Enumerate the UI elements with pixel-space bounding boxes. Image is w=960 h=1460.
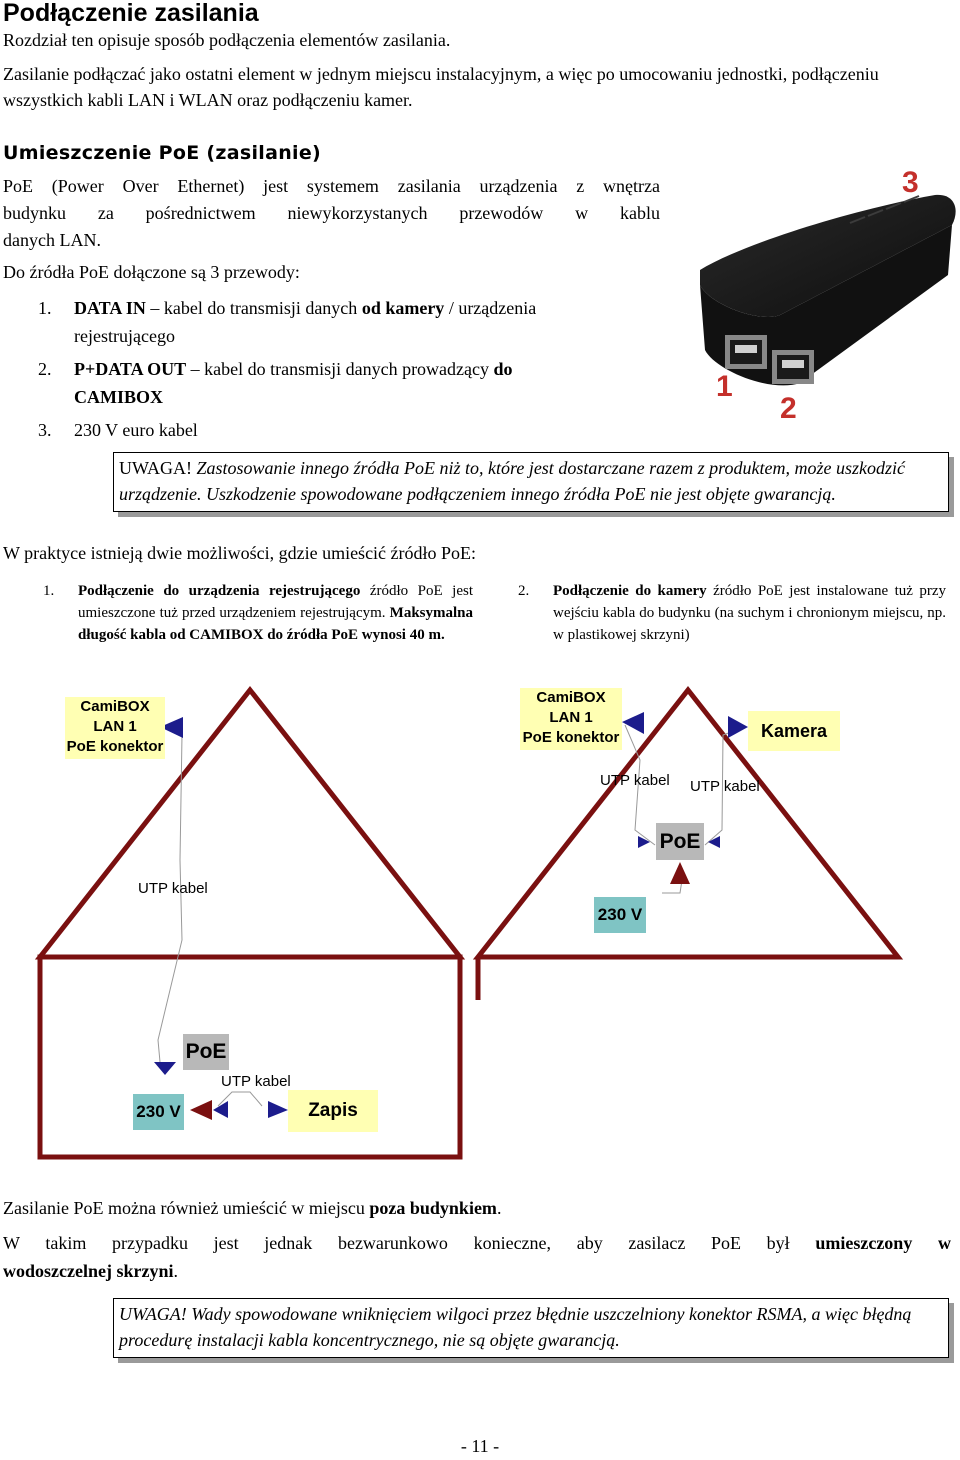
option-2: 2. Podłączenie do kamery źródło PoE jest… bbox=[518, 580, 946, 646]
warning-2-text: Wady spowodowane wniknięciem wilgoci prz… bbox=[119, 1304, 912, 1350]
option-1-bold2: Maksymalna długość kabla od CAMIBOX do ź… bbox=[78, 605, 473, 643]
cable-item-1-text: – kabel do transmisji danych bbox=[145, 298, 362, 318]
right-poe-box: PoE bbox=[656, 823, 704, 860]
left-poe-arrow-right bbox=[213, 1101, 228, 1118]
left-camibox-line3: PoE konektor bbox=[66, 738, 164, 755]
option-2-body: Podłączenie do kamery źródło PoE jest in… bbox=[553, 580, 946, 646]
port-1-icon bbox=[725, 335, 767, 369]
installation-diagrams bbox=[34, 685, 904, 1160]
left-230v-box: 230 V bbox=[133, 1094, 184, 1130]
left-230v-arrow bbox=[190, 1100, 212, 1120]
right-kamera-arrow bbox=[728, 716, 748, 738]
intro-paragraph: Zasilanie podłączać jako ostatni element… bbox=[3, 64, 879, 110]
poe-desc-line2: budynku za pośrednictwem niewykorzystany… bbox=[3, 203, 660, 223]
right-230v-box: 230 V bbox=[594, 897, 646, 933]
option-1-body: Podłączenie do urządzenia rejestrującego… bbox=[78, 580, 473, 646]
cable-item-2-num: 2. bbox=[38, 359, 52, 379]
left-cable-arrow-bottom bbox=[154, 1062, 176, 1075]
cable-item-2-line2: CAMIBOX bbox=[74, 387, 163, 407]
warning-box-2: UWAGA! Wady spowodowane wniknięciem wilg… bbox=[113, 1298, 949, 1358]
poe-injector-image bbox=[700, 194, 956, 386]
warning-1-prefix: UWAGA! bbox=[119, 458, 192, 478]
options-intro: W praktyce istnieją dwie możliwości, gdz… bbox=[3, 543, 477, 563]
cable-item-1: 1. DATA IN – kabel do transmisji danych … bbox=[38, 294, 658, 350]
outside-line1-post: . bbox=[496, 1198, 502, 1218]
outside-line1: Zasilanie PoE można również umieścić w m… bbox=[3, 1198, 501, 1219]
outside-line2-pre: W takim przypadku jest jednak bezwarunko… bbox=[3, 1233, 816, 1253]
option-2-num: 2. bbox=[518, 583, 530, 599]
outside-line2: W takim przypadku jest jednak bezwarunko… bbox=[3, 1233, 951, 1254]
outside-line3: wodoszczelnej skrzyni. bbox=[3, 1261, 178, 1282]
warning-box-1: UWAGA! Zastosowanie innego źródła PoE ni… bbox=[113, 452, 949, 512]
cable-item-3: 3. 230 V euro kabel bbox=[38, 416, 658, 444]
cable-item-2: 2. P+DATA OUT – kabel do transmisji dany… bbox=[38, 355, 658, 411]
left-camibox-label: CamiBOX LAN 1 PoE konektor bbox=[65, 697, 165, 759]
warning-1-text: Zastosowanie innego źródła PoE niż to, k… bbox=[119, 458, 905, 504]
page-title: Podłączenie zasilania bbox=[3, 0, 259, 27]
outside-line2-bold: umieszczony w bbox=[815, 1233, 951, 1253]
left-camibox-line2: LAN 1 bbox=[93, 718, 137, 735]
right-camibox-line2: LAN 1 bbox=[549, 709, 593, 726]
left-utp-label-2: UTP kabel bbox=[221, 1073, 291, 1090]
photo-label-1: 1 bbox=[716, 370, 733, 403]
cables-intro: Do źródła PoE dołączone są 3 przewody: bbox=[3, 262, 300, 282]
cable-item-1-line2: rejestrującego bbox=[74, 326, 175, 346]
zapis-arrow bbox=[268, 1101, 288, 1118]
left-zapis-box: Zapis bbox=[288, 1090, 378, 1132]
left-cable-arrow-top bbox=[160, 717, 183, 738]
right-230v-arrow bbox=[670, 862, 690, 884]
right-230v-cable bbox=[662, 879, 683, 894]
left-camibox-line1: CamiBOX bbox=[80, 698, 150, 715]
option-1-num: 1. bbox=[43, 583, 55, 599]
cable-item-1-bold: DATA IN bbox=[74, 298, 146, 318]
right-camibox-label: CamiBOX LAN 1 PoE konektor bbox=[520, 688, 622, 750]
cable-item-3-num: 3. bbox=[38, 420, 52, 440]
left-utp-label-1: UTP kabel bbox=[138, 880, 208, 897]
cable-item-2-text: – kabel do transmisji danych prowadzący bbox=[186, 359, 494, 379]
photo-label-2: 2 bbox=[780, 392, 797, 425]
page-number: - 11 - bbox=[460, 1436, 500, 1456]
outside-line3-bold: wodoszczelnej skrzyni bbox=[3, 1261, 174, 1281]
cable-list: 1. DATA IN – kabel do transmisji danych … bbox=[38, 294, 658, 444]
right-camibox-line1: CamiBOX bbox=[536, 689, 606, 706]
option-2-bold: Podłączenie do kamery bbox=[553, 583, 707, 599]
section-heading: Umieszczenie PoE (zasilanie) bbox=[3, 142, 322, 164]
poe-desc-line3: danych LAN. bbox=[3, 230, 101, 250]
photo-label-3: 3 bbox=[902, 166, 919, 199]
cable-item-1-text2: / urządzenia bbox=[444, 298, 537, 318]
left-poe-box: PoE bbox=[183, 1034, 229, 1070]
option-1-text: źródło PoE jest umieszczone tuż przed ur… bbox=[78, 583, 474, 621]
right-camibox-line3: PoE konektor bbox=[522, 729, 620, 746]
warning-2-prefix: UWAGA! bbox=[119, 1304, 187, 1324]
right-utp-label-1: UTP kabel bbox=[600, 772, 670, 789]
option-2-text: źródło PoE jest instalowane tuż przy wej… bbox=[553, 583, 947, 643]
intro-text: Rozdział ten opisuje sposób podłączenia … bbox=[3, 30, 451, 50]
option-1: 1. Podłączenie do urządzenia rejestrując… bbox=[43, 580, 473, 646]
left-utp-cable-2 bbox=[217, 1091, 263, 1107]
right-utp-cable-1 bbox=[624, 724, 656, 846]
cable-item-2-bold2: do bbox=[493, 359, 513, 379]
right-utp-label-2: UTP kabel bbox=[690, 778, 760, 795]
outside-line1-bold: poza budynkiem bbox=[369, 1198, 497, 1218]
right-kamera-box: Kamera bbox=[748, 711, 840, 751]
port-2-icon bbox=[772, 350, 814, 384]
option-1-bold: Podłączenie do urządzenia rejestrującego bbox=[78, 583, 361, 599]
poe-desc-line1: PoE (Power Over Ethernet) jest systemem … bbox=[3, 176, 660, 196]
cable-item-1-num: 1. bbox=[38, 298, 52, 318]
cable-item-2-bold: P+DATA OUT bbox=[74, 359, 187, 379]
cable-item-3-text: 230 V euro kabel bbox=[74, 420, 198, 440]
left-house-walls bbox=[37, 954, 463, 1160]
outside-line3-post: . bbox=[173, 1261, 178, 1281]
right-poe-arrow-right bbox=[708, 836, 720, 848]
right-house-roof bbox=[472, 685, 904, 960]
right-poe-arrow-left bbox=[638, 836, 650, 848]
cable-item-1-bold2: od kamery bbox=[361, 298, 445, 318]
outside-line1-pre: Zasilanie PoE można również umieścić w m… bbox=[3, 1198, 370, 1218]
right-camibox-arrow bbox=[622, 712, 644, 734]
